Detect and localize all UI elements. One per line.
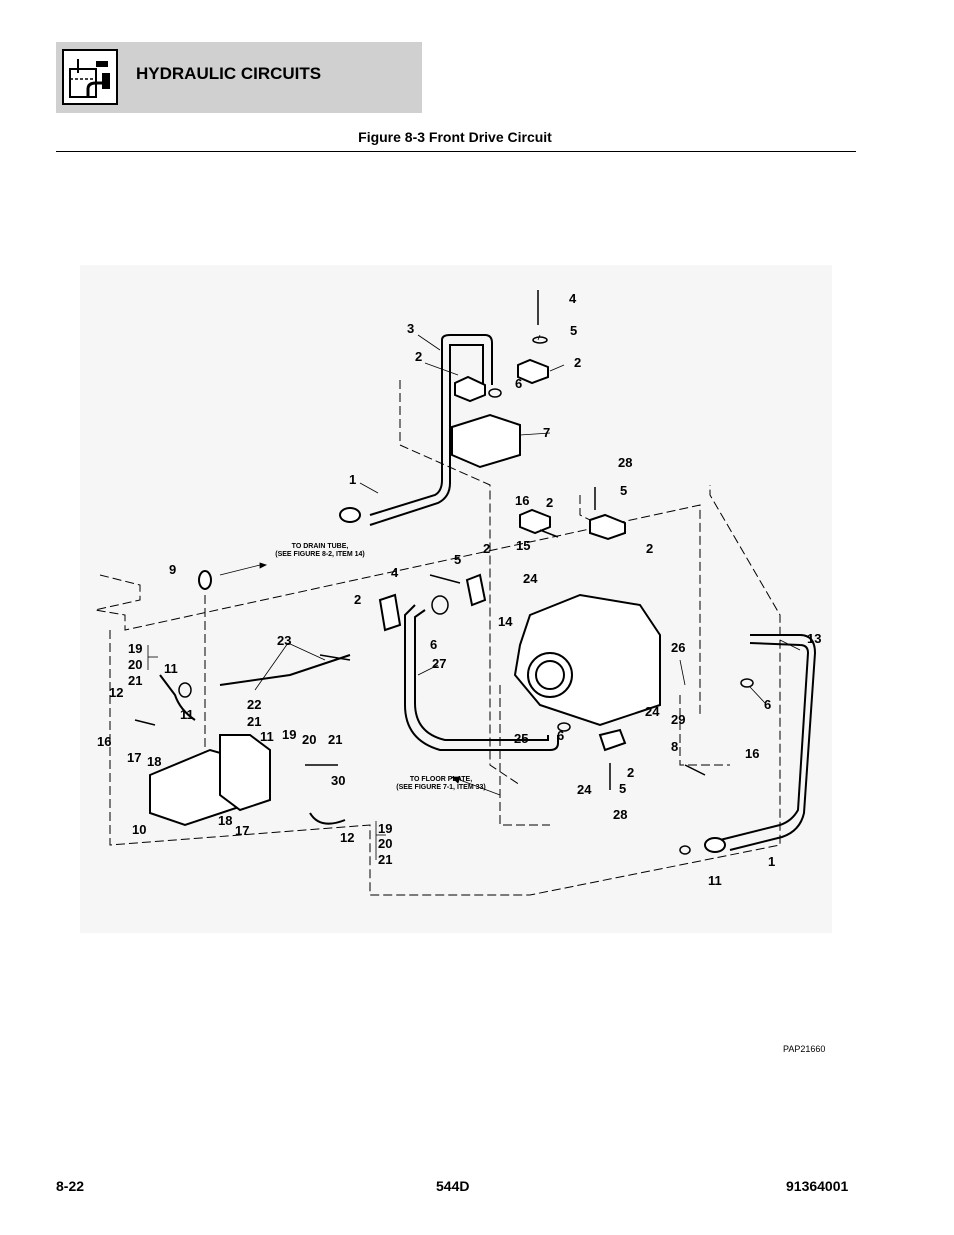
callout-label: 2 [415, 349, 423, 364]
callout-label: 11 [164, 661, 178, 676]
diagram-artwork [94, 290, 817, 896]
callout-label: 30 [331, 773, 346, 788]
callout-label: 21 [247, 714, 262, 729]
callout-label: 21 [378, 852, 393, 867]
callout-label: 8 [671, 739, 679, 754]
callout-label: 3 [407, 321, 415, 336]
callout-label: 4 [391, 565, 399, 580]
callout-label: 11 [260, 729, 274, 744]
callout-label: 2 [574, 355, 582, 370]
callout-label: 24 [523, 571, 538, 586]
callout-label: 19 [378, 821, 393, 836]
callout-label: 19 [128, 641, 143, 656]
callout-label: 26 [671, 640, 686, 655]
callout-label: 20 [128, 657, 143, 672]
callout-label: 28 [613, 807, 628, 822]
callout-label: 7 [543, 425, 551, 440]
drain-tube-note: TO DRAIN TUBE, (SEE FIGURE 8-2, ITEM 14) [255, 543, 385, 559]
callout-label: 16 [515, 493, 530, 508]
hydraulic-reservoir-icon [62, 49, 118, 105]
section-title: HYDRAULIC CIRCUITS [136, 64, 322, 83]
callout-label: 23 [277, 633, 292, 648]
figure-title: Figure 8-3 Front Drive Circuit [358, 129, 552, 145]
exploded-parts-diagram: 4 3 5 2 2 6 7 28 1 5 16 2 2 15 2 9 5 4 2… [80, 265, 832, 933]
callout-label: 6 [764, 697, 772, 712]
floor-plate-note: TO FLOOR PLATE, (SEE FIGURE 7-1, ITEM 33… [376, 776, 506, 792]
callout-label: 9 [169, 562, 177, 577]
callout-label: 22 [247, 697, 262, 712]
callout-label: 5 [454, 552, 462, 567]
callout-label: 6 [557, 728, 565, 743]
title-divider [56, 151, 856, 152]
callout-label: 2 [646, 541, 654, 556]
note-line: TO DRAIN TUBE, [291, 543, 349, 550]
callout-label: 20 [378, 836, 393, 851]
model-number: 544D [436, 1178, 470, 1194]
callout-label: 14 [498, 614, 513, 629]
callout-label: 6 [515, 376, 523, 391]
note-line: (SEE FIGURE 8-2, ITEM 14) [275, 551, 365, 558]
callout-label: 19 [282, 727, 297, 742]
callout-label: 13 [807, 631, 822, 646]
note-line: (SEE FIGURE 7-1, ITEM 33) [396, 784, 486, 791]
callout-label: 5 [619, 781, 627, 796]
callout-label: 25 [514, 731, 529, 746]
callout-label: 24 [577, 782, 592, 797]
callout-label: 16 [745, 746, 760, 761]
callout-label: 6 [430, 637, 438, 652]
callout-label: 1 [349, 472, 357, 487]
callout-label: 2 [546, 495, 554, 510]
manual-part-number: 91364001 [786, 1178, 849, 1194]
callout-label: 11 [180, 707, 194, 722]
callout-label: 28 [618, 455, 633, 470]
callout-label: 18 [147, 754, 162, 769]
callout-label: 2 [354, 592, 362, 607]
callout-label: 21 [328, 732, 343, 747]
callout-label: 10 [132, 822, 147, 837]
callout-label: 15 [516, 538, 531, 553]
callout-label: 2 [627, 765, 635, 780]
page-number: 8-22 [56, 1178, 85, 1194]
callout-label: 5 [620, 483, 628, 498]
callout-label: 12 [340, 830, 355, 845]
callout-label: 29 [671, 712, 686, 727]
callout-label: 4 [569, 291, 577, 306]
callout-label: 2 [483, 541, 491, 556]
callout-label: 27 [432, 656, 447, 671]
callout-label: 11 [708, 873, 722, 888]
note-line: TO FLOOR PLATE, [409, 776, 473, 783]
section-header: HYDRAULIC CIRCUITS [56, 42, 422, 113]
callout-label: 12 [109, 685, 124, 700]
callout-label: 17 [127, 750, 142, 765]
callout-label: 21 [128, 673, 143, 688]
callout-label: 5 [570, 323, 578, 338]
callout-label: 17 [235, 823, 250, 838]
callout-label: 18 [218, 813, 233, 828]
drawing-reference-code: PAP21660 [783, 1044, 826, 1054]
callout-label: 1 [768, 854, 776, 869]
callout-label: 20 [302, 732, 317, 747]
callout-label: 16 [97, 734, 112, 749]
callout-label: 24 [645, 704, 660, 719]
